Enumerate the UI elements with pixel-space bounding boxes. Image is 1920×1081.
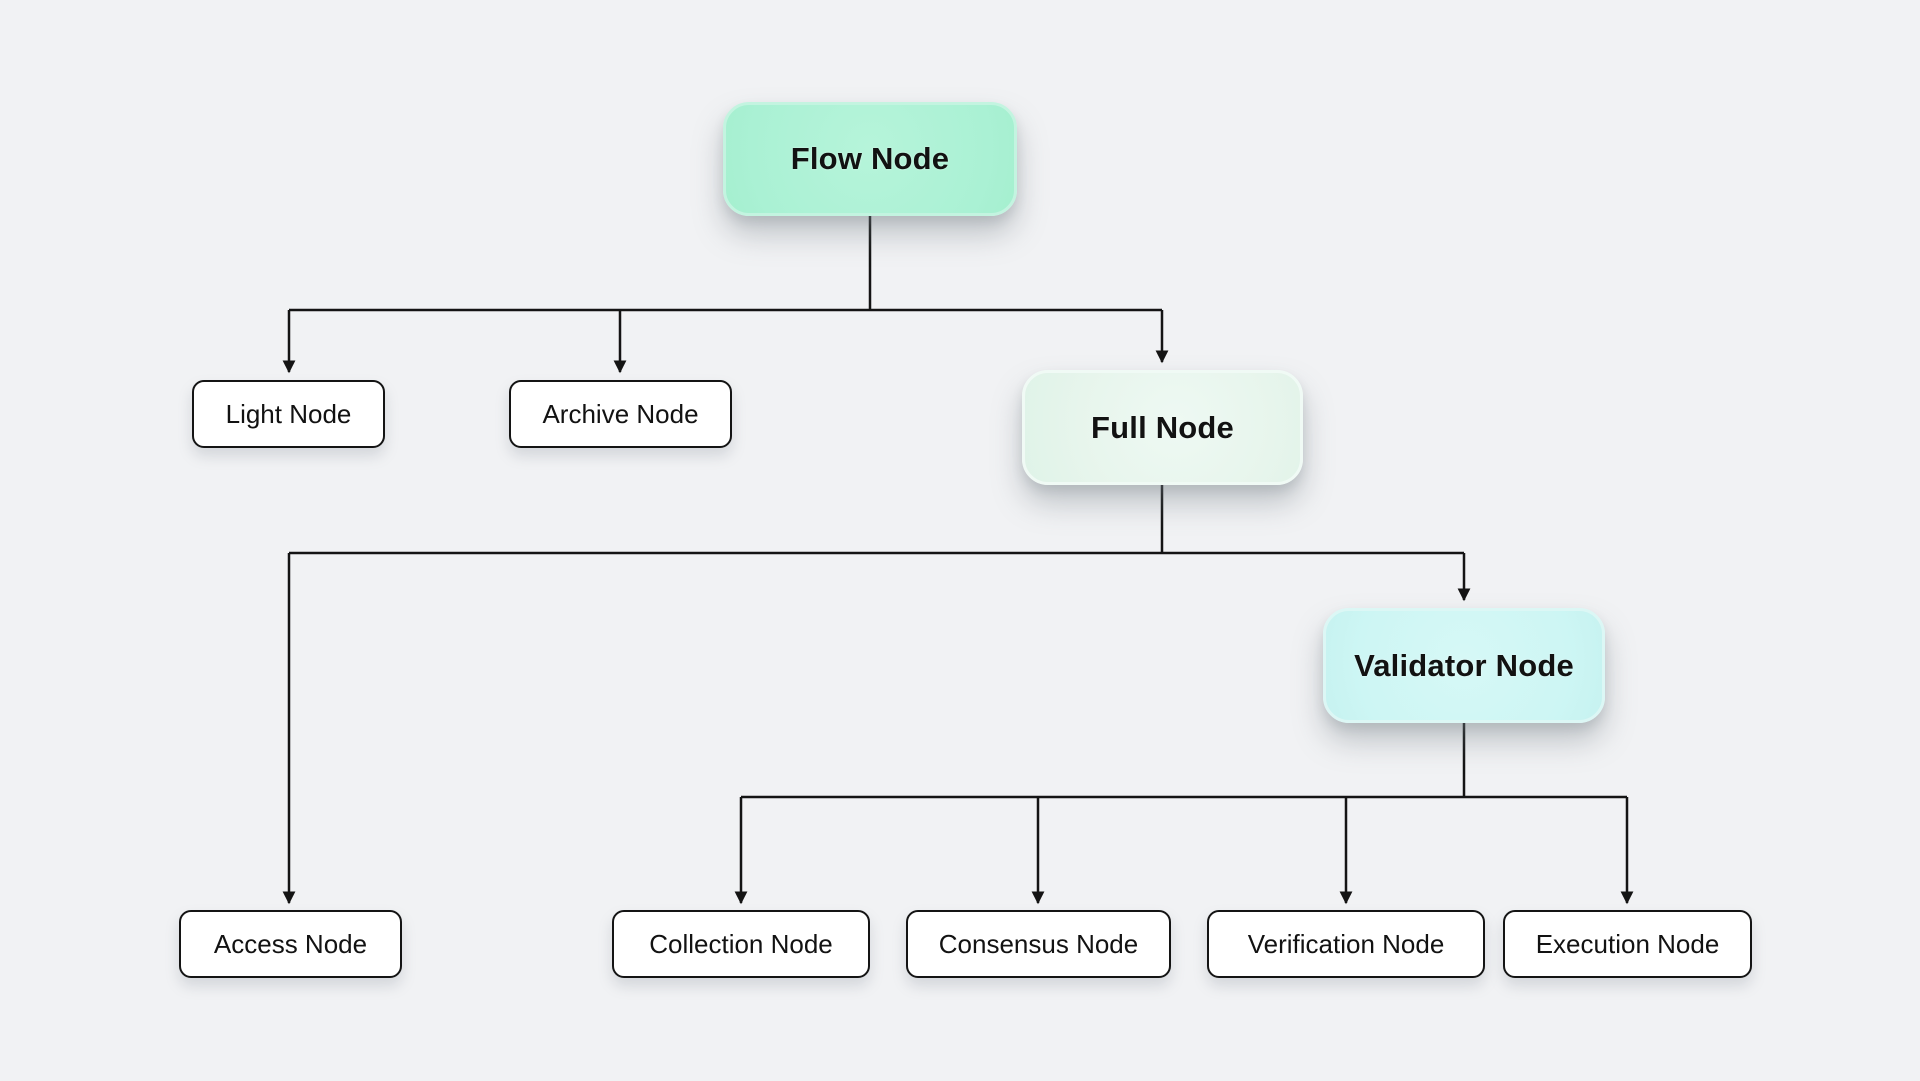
node-full: Full Node xyxy=(1022,370,1303,485)
node-archive-label: Archive Node xyxy=(542,398,699,429)
node-execution-label: Execution Node xyxy=(1535,928,1720,959)
node-consensus: Consensus Node xyxy=(906,910,1171,978)
node-flow: Flow Node xyxy=(723,102,1017,216)
node-archive: Archive Node xyxy=(509,380,732,448)
node-validator-label: Validator Node xyxy=(1354,647,1574,683)
node-collection-label: Collection Node xyxy=(649,928,833,959)
node-light: Light Node xyxy=(192,380,385,448)
node-access-label: Access Node xyxy=(213,928,368,959)
node-light-label: Light Node xyxy=(225,398,352,429)
node-execution: Execution Node xyxy=(1503,910,1752,978)
node-verification: Verification Node xyxy=(1207,910,1485,978)
node-verification-label: Verification Node xyxy=(1247,928,1445,959)
node-full-label: Full Node xyxy=(1090,409,1234,445)
node-collection: Collection Node xyxy=(612,910,870,978)
node-access: Access Node xyxy=(179,910,402,978)
node-consensus-label: Consensus Node xyxy=(938,928,1139,959)
node-validator: Validator Node xyxy=(1323,608,1605,723)
node-flow-label: Flow Node xyxy=(790,141,950,176)
